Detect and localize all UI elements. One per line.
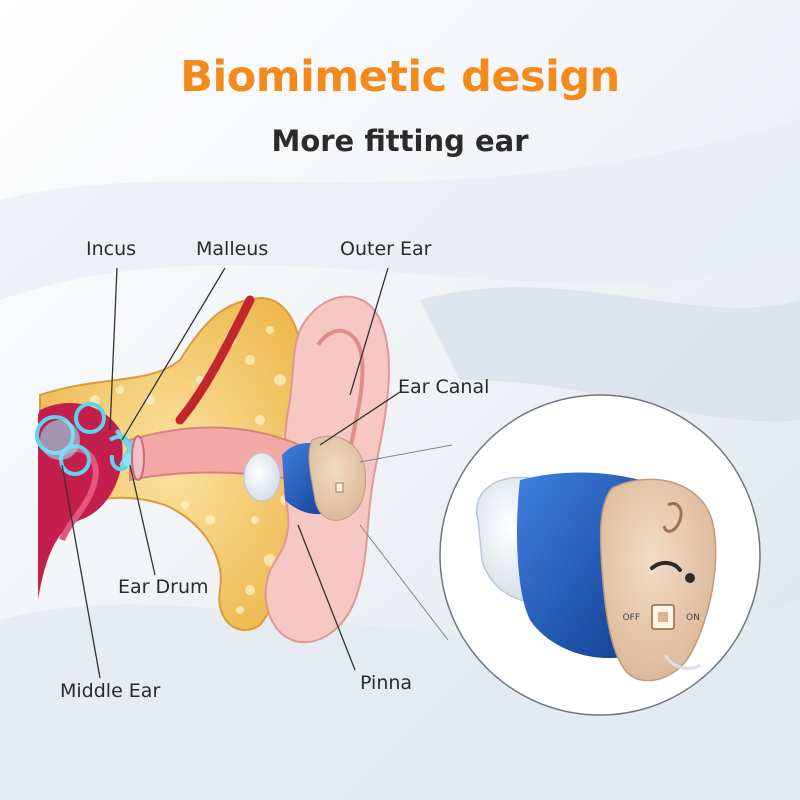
silk-wave [420,287,800,422]
label-ear-drum: Ear Drum [118,576,209,598]
cochlea [40,420,80,460]
page-title: Biomimetic design [180,52,620,102]
label-ear-canal: Ear Canal [398,376,490,398]
label-middle-ear: Middle Ear [60,680,161,702]
zoom-line [359,524,449,641]
microphone-slot [650,561,682,572]
switch-knob [658,612,668,622]
microphone-hole [685,573,695,583]
device-closeup [475,472,717,682]
silk-wave [0,120,800,300]
blood-vessel [175,295,255,425]
faceplate-mark [662,502,683,533]
retrieval-cord [663,654,701,670]
leader-lines [61,267,401,679]
switch-on-label: ON [686,613,700,623]
page-subtitle: More fitting ear [271,124,529,158]
label-incus: Incus [86,238,137,260]
ear-drum-shape [131,435,145,481]
zoom-line [359,444,453,463]
device-faceplate [599,478,717,682]
label-malleus: Malleus [196,238,269,260]
label-pinna: Pinna [360,672,413,694]
helix-fold [316,328,365,466]
device-in-ear [243,435,367,521]
label-outer-ear: Outer Ear [340,238,432,260]
switch-off-label: OFF [623,613,640,623]
